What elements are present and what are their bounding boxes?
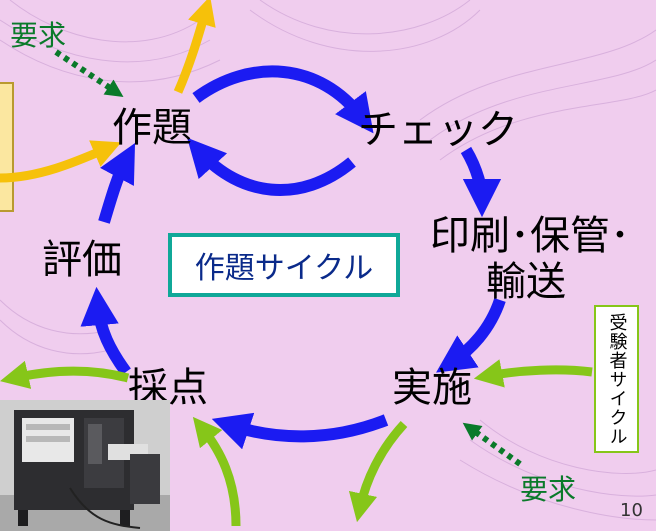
node-print-line1: 印刷･保管･ (430, 213, 630, 259)
node-print-line2: 輸送 (486, 259, 566, 305)
examinee-cycle-box: 受験者サイクル (594, 305, 639, 453)
arrow-request-top (54, 49, 124, 97)
arrow-green-in-saiten (192, 416, 241, 527)
arrow-jisshi-to-saiten (211, 412, 389, 450)
node-check: チェック (358, 107, 518, 153)
center-cycle-box: 作題サイクル (168, 233, 400, 297)
arrow-check-to-sakudai (187, 137, 356, 196)
node-sakudai: 作題 (112, 105, 192, 151)
page-number: 10 (620, 500, 643, 521)
node-jisshi: 実施 (392, 365, 472, 411)
arrow-sakudai-to-check (192, 65, 374, 134)
arrow-yellow-in-left (0, 140, 122, 183)
arrow-request-bottom (462, 422, 522, 467)
scanner-machine-photo (0, 400, 170, 531)
examinee-cycle-label: 受験者サイクル (606, 312, 628, 446)
node-hyouka: 評価 (42, 237, 122, 283)
center-cycle-label: 作題サイクル (194, 251, 374, 286)
arrow-print-to-jisshi (436, 297, 506, 373)
request-label-bottom: 要求 (520, 473, 577, 506)
arrow-yellow-out-top (173, 0, 216, 94)
scanner-machine-illustration (0, 400, 170, 531)
arrow-check-to-print (460, 146, 502, 218)
arrow-green-saiten-out-left (0, 360, 130, 389)
arrow-saiten-to-hyouka (80, 286, 131, 376)
arrow-hyouka-to-sakudai (98, 143, 136, 224)
arrow-green-jisshi-out-down (348, 420, 408, 523)
request-label-top: 要求 (10, 19, 67, 52)
arrow-green-in-jisshi (473, 359, 593, 388)
